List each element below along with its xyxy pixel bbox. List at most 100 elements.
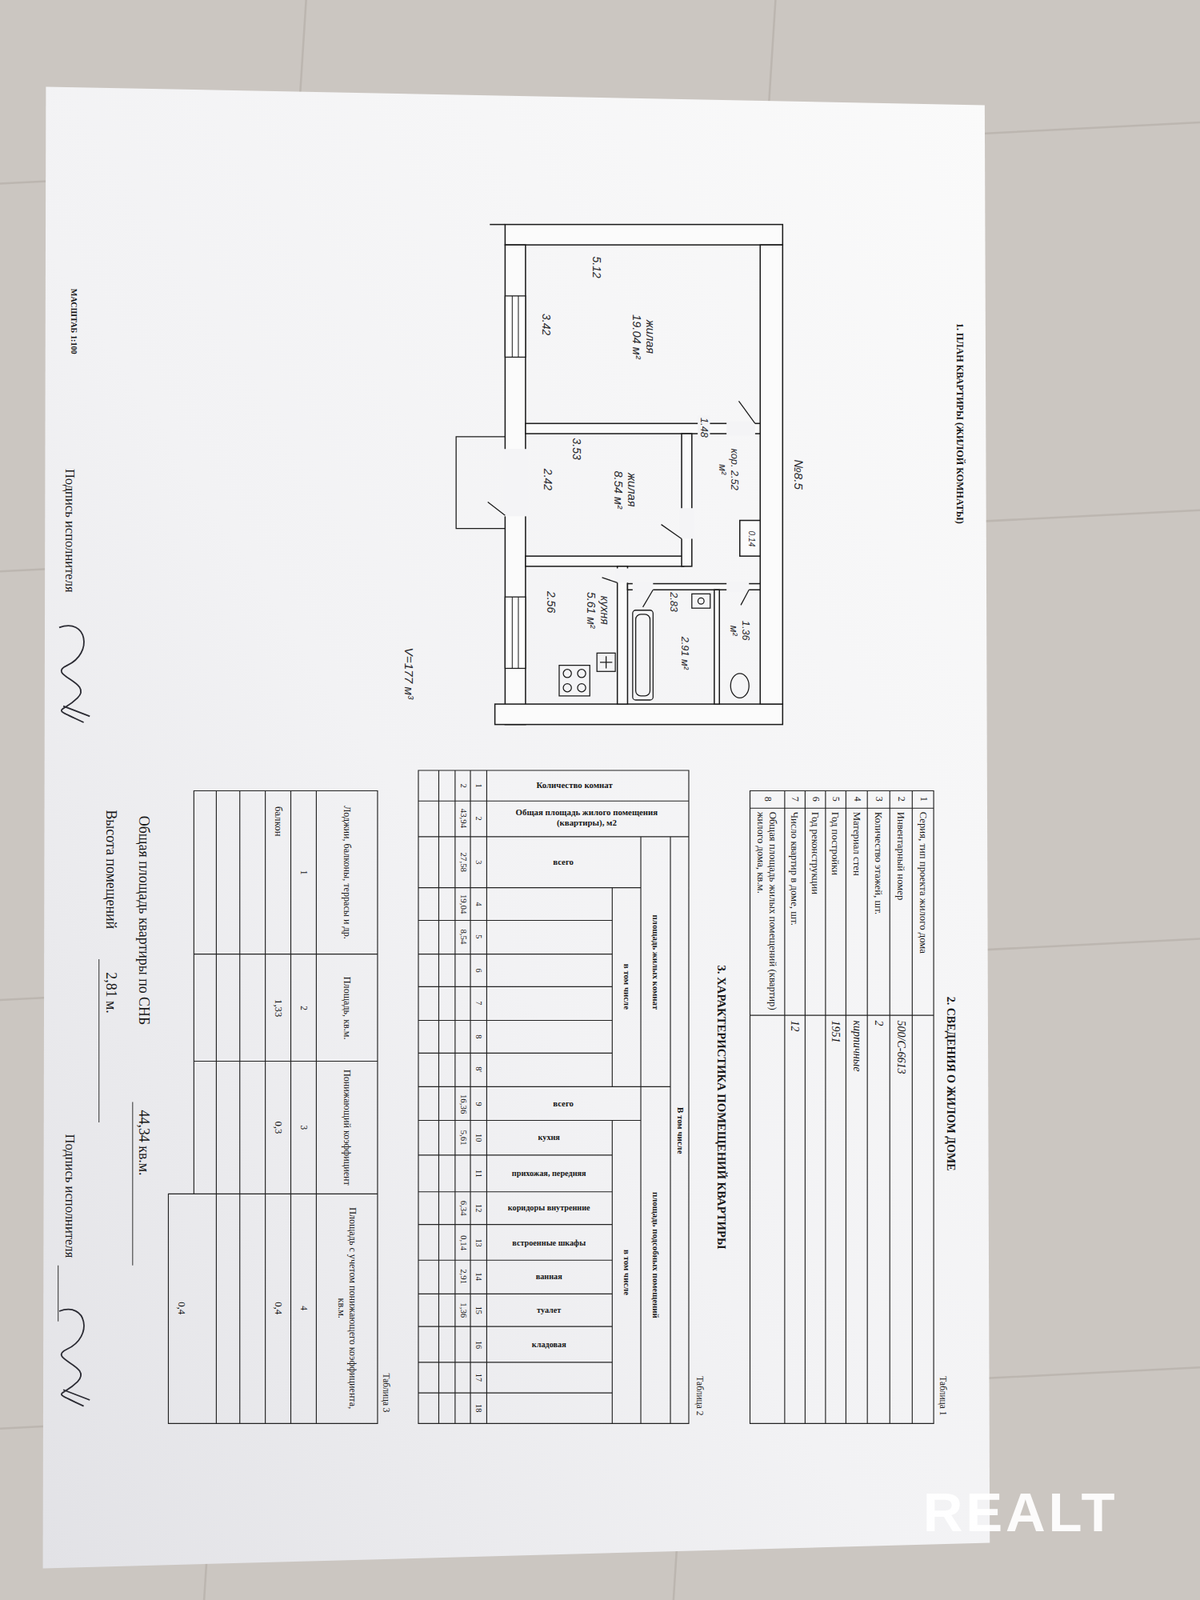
room-area: 1.36 м² <box>722 600 757 662</box>
wall <box>495 704 784 725</box>
table-cell: балкон <box>272 806 284 836</box>
table-header: встроенные шкафы <box>489 1238 608 1248</box>
table-header: прихожая, передняя <box>489 1168 608 1179</box>
bathtub <box>632 610 654 700</box>
closet-outline <box>740 520 761 557</box>
table-header: площадь подсобных помещений <box>650 1192 660 1319</box>
table-header: площадь жилых комнат <box>650 915 660 1010</box>
table-cell: 0,3 <box>272 1120 284 1134</box>
table-cell: 2 <box>457 783 468 788</box>
window-glazing <box>512 296 519 669</box>
table-cell: 3 <box>298 1125 309 1131</box>
room-label: жилая 8.54 м² <box>611 461 639 519</box>
table-cell: 2 <box>473 816 484 820</box>
table-caption: Таблица 1 <box>937 1376 948 1416</box>
table-cell: 6,34 <box>457 1200 468 1216</box>
table-cell: Инвентарный номер <box>895 812 908 1012</box>
table-header: коридоры внутренние <box>489 1203 608 1213</box>
room-label: кор. 2.52 м² <box>716 445 740 493</box>
dimension-label: 3.42 <box>539 313 552 336</box>
door-opening <box>679 508 694 539</box>
bathtub <box>636 614 651 696</box>
table-cell: 11 <box>473 1169 484 1178</box>
table-cell: 5 <box>473 934 484 939</box>
table-cell: 8' <box>473 1066 484 1072</box>
table-cell: 4 <box>473 902 484 907</box>
table-cell: 18 <box>473 1404 484 1412</box>
dimension-label: 2.83 <box>668 592 680 612</box>
table-cell: Число квартир в доме, шт. <box>788 812 801 1012</box>
table-cell: Год постройки <box>829 812 842 1012</box>
stove <box>563 669 572 678</box>
signature <box>59 625 90 723</box>
table-header: всего <box>552 857 574 868</box>
table-cell: Серия, тип проекта жилого дома <box>916 812 929 1012</box>
table-cell: 1 <box>917 796 929 802</box>
floor-plan <box>495 224 784 725</box>
table-header: Площадь с учетом понижающего коэффициент… <box>336 1203 359 1412</box>
watermark: REALT <box>923 1480 1119 1544</box>
section-heading: 1. ПЛАН КВАРТИРЫ (ЖИЛОЙ КОМНАТЫ) <box>953 323 965 524</box>
table-cell: 0,14 <box>457 1235 468 1251</box>
signature-caption: Подпись исполнителя <box>61 1134 77 1259</box>
table-cell: 0,4 <box>272 1301 284 1315</box>
door-opening <box>726 581 749 592</box>
section-heading: 3. ХАРАКТЕРИСТИКА ПОМЕЩЕНИЙ КВАРТИРЫ <box>714 965 728 1250</box>
wall <box>617 566 628 704</box>
room-area: 2.91 м² <box>658 612 712 694</box>
table-cell: Общая площадь жилых помещений (квартир) … <box>756 812 780 1012</box>
table-cell: 43,94 <box>457 808 468 828</box>
table-cell: 8 <box>761 796 773 802</box>
table-cell: 2 <box>872 1020 885 1062</box>
table-header: ванная <box>489 1272 608 1282</box>
stove <box>563 684 572 692</box>
wall <box>525 423 760 434</box>
table-cell: 3 <box>473 860 484 864</box>
paper-sheet <box>43 86 991 1568</box>
table-header: Площадь, кв.м. <box>341 960 353 1057</box>
table-header: Понижающий коэффициент <box>341 1066 353 1189</box>
wall <box>714 589 720 704</box>
table-cell: Материал стен <box>850 812 863 1012</box>
table-header: Лоджии, балконы, террасы и др. <box>341 800 353 944</box>
table-cell: 8 <box>473 1034 484 1039</box>
kitchen-sink <box>596 652 616 672</box>
table-cell: 1951 <box>829 1020 843 1083</box>
table-cell: 2,91 <box>457 1268 468 1284</box>
table-cell: 16,36 <box>457 1094 468 1114</box>
room-label: 2.91 м² <box>679 622 692 684</box>
door-opening <box>503 448 528 516</box>
stove <box>559 665 590 696</box>
summary-text: 2,81 м. <box>101 972 119 1013</box>
windows <box>504 296 526 669</box>
door-opening <box>726 421 756 436</box>
door-leaf <box>488 400 756 608</box>
table-cell: 4 <box>851 796 863 802</box>
table-cell: 6 <box>809 796 821 802</box>
stove <box>577 669 586 678</box>
table-header: всего <box>552 1099 574 1109</box>
table-header: В том числе <box>674 1107 684 1155</box>
washbasin <box>697 597 704 604</box>
fill-line <box>58 959 133 1322</box>
table-grid <box>418 770 689 1424</box>
table-caption: Таблица 3 <box>380 1373 392 1413</box>
wall <box>504 224 783 246</box>
table-header: в том числе <box>621 964 632 1010</box>
table-cell: 5,61 <box>457 1130 468 1146</box>
dimension-label: 2.42 <box>541 468 555 491</box>
scale-note: МАСШТАБ 1:100 <box>68 288 79 355</box>
table-cell: 6 <box>473 968 484 972</box>
table-header: в том числе <box>621 1249 632 1296</box>
wall <box>525 556 684 567</box>
table-cell: 0,4 <box>175 1301 188 1315</box>
section-heading: 2. СВЕДЕНИЯ О ЖИЛОМ ДОМЕ <box>944 996 958 1172</box>
stove <box>577 684 586 692</box>
table-caption: Таблица 2 <box>694 1376 705 1416</box>
table-cell: Количество этажей, шт. <box>872 812 885 1012</box>
table-cell: 16 <box>473 1340 484 1349</box>
toilet-bowl <box>730 673 749 699</box>
table-header: Количество комнат <box>536 780 612 791</box>
